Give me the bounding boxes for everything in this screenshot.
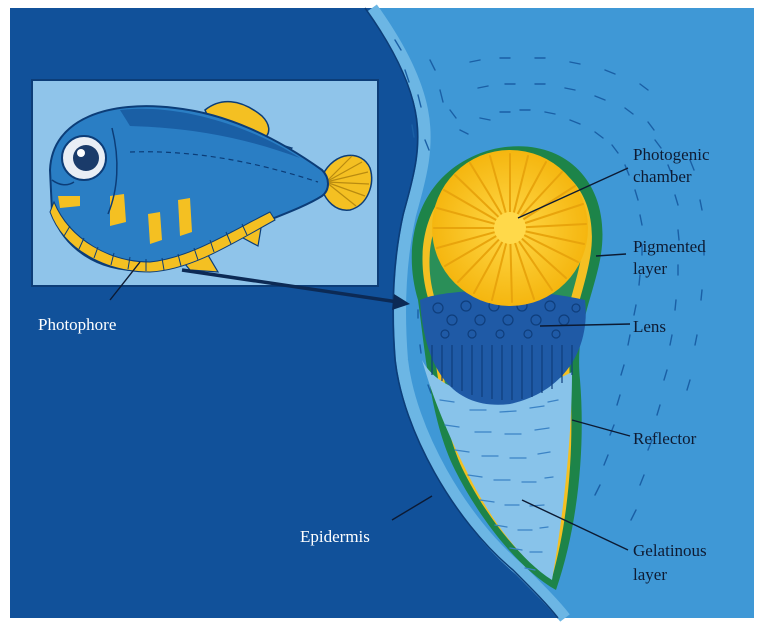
label-epidermis: Epidermis — [300, 527, 370, 546]
label-lens: Lens — [633, 317, 666, 336]
label-gelatinous-line2: layer — [633, 565, 667, 584]
label-reflector: Reflector — [633, 429, 697, 448]
fish-pupil — [73, 145, 99, 171]
label-photogenic-line1: Photogenic — [633, 145, 710, 164]
body-marking-4 — [178, 198, 192, 236]
label-pigmented-line1: Pigmented — [633, 237, 706, 256]
body-marking-1 — [58, 196, 80, 208]
fish-eye-highlight — [77, 149, 85, 157]
label-photogenic-line2: chamber — [633, 167, 692, 186]
label-pigmented-line2: layer — [633, 259, 667, 278]
label-gelatinous-line1: Gelatinous — [633, 541, 707, 560]
body-marking-3 — [148, 212, 162, 244]
label-photophore: Photophore — [38, 315, 116, 334]
